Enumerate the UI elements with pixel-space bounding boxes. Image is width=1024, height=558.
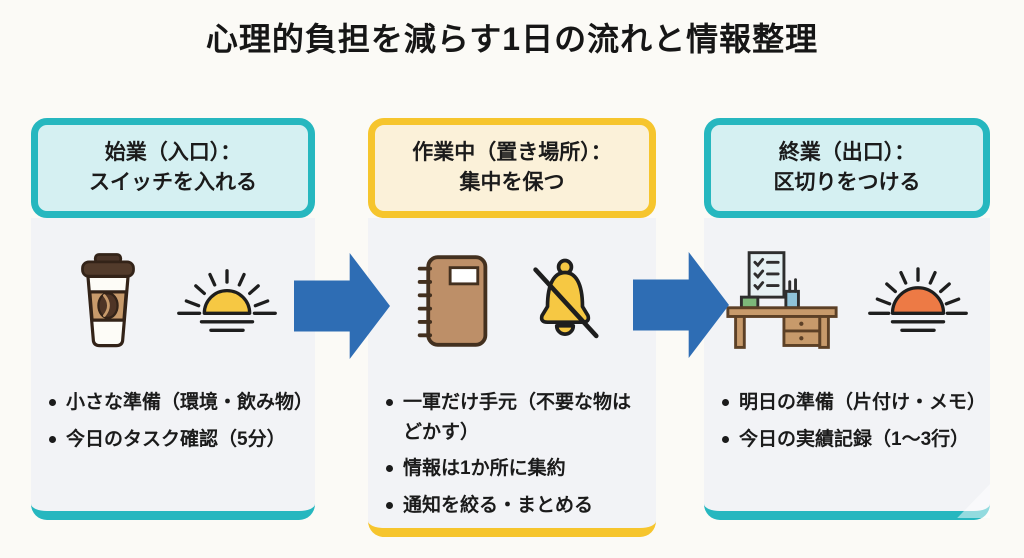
list-item: 明日の準備（片付け・メモ） (722, 388, 987, 418)
bullet-text: 情報は1か所に集約 (403, 458, 566, 480)
list-item: 今日の実績記録（1〜3行） (722, 425, 980, 455)
panel-end-bullets: 明日の準備（片付け・メモ） 今日の実績記録（1〜3行） (704, 388, 990, 461)
panel-start-header-line1: 始業（入口）： (104, 141, 242, 165)
list-item: 小さな準備（環境・飲み物） (49, 388, 314, 418)
list-item: 情報は1か所に集約 (386, 454, 646, 484)
list-item: 一軍だけ手元（不要な物はどかす） (386, 388, 646, 447)
bullet-text: 小さな準備（環境・飲み物） (66, 392, 314, 413)
panel-start-header-line2: スイッチを入れる (89, 171, 257, 194)
panel-during-icons (368, 218, 656, 384)
panel-during-header-line1: 作業中（置き場所）： (412, 141, 612, 165)
panel-end-header: 終業（出口）： 区切りをつける (704, 118, 990, 218)
panel-start-bullets: 小さな準備（環境・飲み物） 今日のタスク確認（5分） (31, 388, 315, 461)
bullet-text: 今日のタスク確認（5分） (66, 428, 286, 450)
bullet-dot (49, 399, 56, 406)
bullet-dot (49, 435, 56, 443)
panel-end-header-line2: 区切りをつける (773, 171, 921, 194)
bullet-dot (722, 399, 729, 406)
bullet-text: 一軍だけ手元（不要な物はどかす） (403, 392, 632, 443)
bullet-dot (386, 399, 393, 406)
panel-end-icons (704, 218, 990, 384)
list-item: 今日のタスク確認（5分） (49, 425, 305, 455)
page-title: 心理的負担を減らす1日の流れと情報整理 (205, 21, 819, 57)
bullet-dot (386, 501, 393, 509)
sunrise-icon (175, 261, 279, 341)
notebook-icon (413, 251, 493, 351)
panel-start-icons (31, 218, 315, 384)
panel-during-body: 一軍だけ手元（不要な物はどかす） 情報は1か所に集約 通知を絞る・まとめる (368, 218, 656, 537)
desk-icon (724, 250, 840, 352)
list-item: 通知を絞る・まとめる (386, 491, 646, 521)
coffee-cup-icon (67, 247, 149, 355)
panel-start-body: 小さな準備（環境・飲み物） 今日のタスク確認（5分） (31, 218, 315, 520)
bullet-dot (722, 435, 729, 443)
panel-during-header-line2: 集中を保つ (459, 171, 565, 194)
panel-start-header: 始業（入口）： スイッチを入れる (31, 118, 315, 218)
bullet-dot (386, 465, 393, 473)
bullet-text: 明日の準備（片付け・メモ） (739, 392, 987, 413)
muted-bell-icon (519, 251, 611, 351)
panel-during-bullets: 一軍だけ手元（不要な物はどかす） 情報は1か所に集約 通知を絞る・まとめる (368, 388, 656, 528)
panel-end-of-work: 終業（出口）： 区切りをつける (704, 118, 990, 520)
panel-end-header-line1: 終業（出口）： (778, 141, 916, 165)
panel-during-header: 作業中（置き場所）： 集中を保つ (368, 118, 656, 218)
panel-during-work: 作業中（置き場所）： 集中を保つ (368, 118, 656, 537)
panel-start-of-work: 始業（入口）： スイッチを入れる (31, 118, 315, 520)
bullet-text: 通知を絞る・まとめる (403, 494, 594, 516)
panel-end-body: 明日の準備（片付け・メモ） 今日の実績記録（1〜3行） (704, 218, 990, 520)
sunset-icon (866, 261, 970, 341)
bullet-text: 今日の実績記録（1〜3行） (739, 428, 970, 450)
